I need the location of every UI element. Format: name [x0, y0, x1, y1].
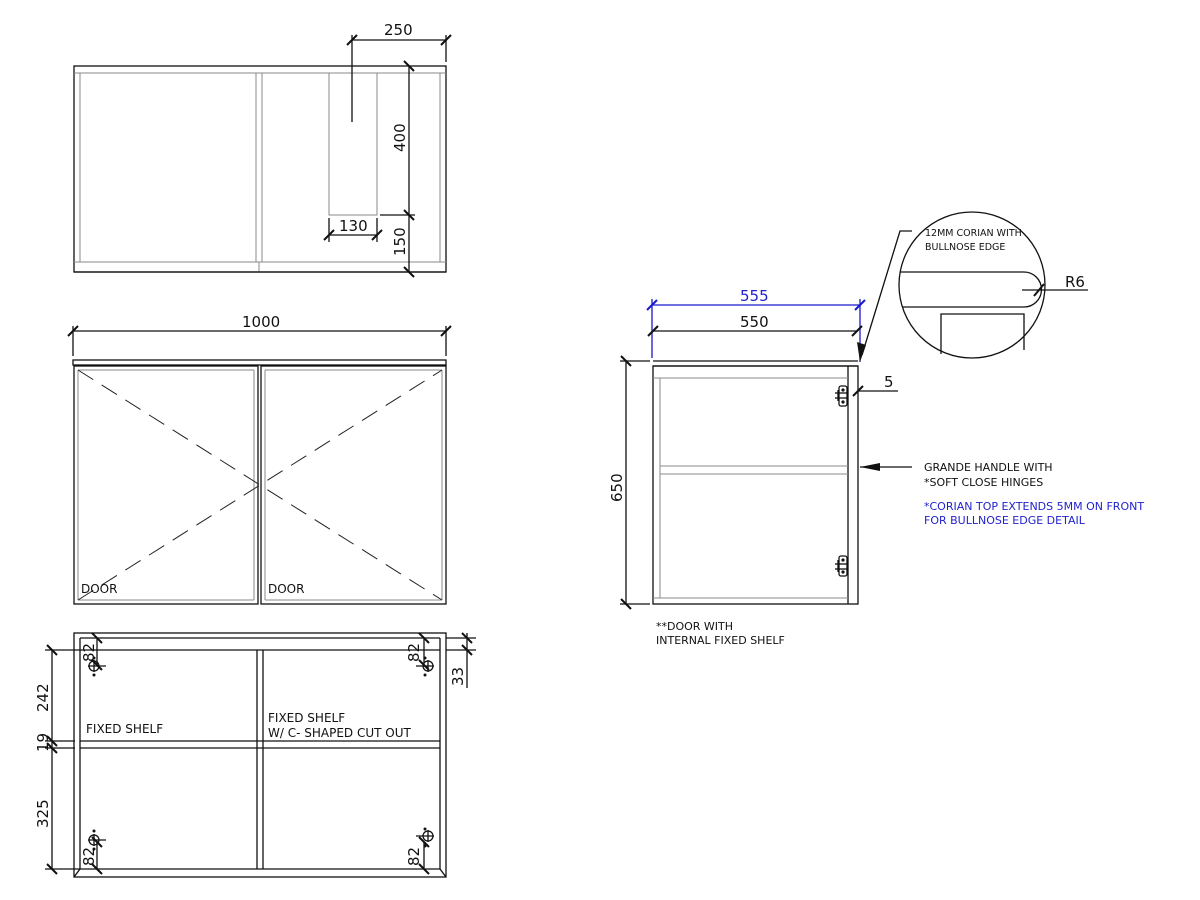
side-hinge-bottom	[835, 555, 848, 577]
dim-5: 5	[884, 373, 894, 391]
door-note-line2: INTERNAL FIXED SHELF	[656, 634, 785, 647]
front-view: 1000 DOOR DOOR	[67, 313, 452, 605]
detail-circle	[898, 211, 1046, 359]
top-view: 250 400 150 130	[73, 21, 452, 278]
dim-400: 400	[391, 123, 409, 152]
handle-arrow-icon	[860, 463, 880, 471]
fixed-shelf-right-label-1: FIXED SHELF	[268, 711, 345, 725]
bullnose-detail: 12MM CORIAN WITH BULLNOSE EDGE R6	[857, 211, 1088, 362]
fixed-shelf-right-label-2: W/ C- SHAPED CUT OUT	[268, 726, 412, 740]
door-note-line1: **DOOR WITH	[656, 620, 733, 633]
handle-outline	[328, 72, 378, 216]
side-hinge-top	[835, 385, 848, 407]
corian-note-line1: *CORIAN TOP EXTENDS 5MM ON FRONT	[924, 500, 1144, 513]
dim-150: 150	[391, 227, 409, 256]
side-view: 555 550	[608, 287, 912, 647]
hinge-bottom-right: 82	[405, 827, 434, 875]
hinge-bottom-left: 82	[80, 829, 106, 875]
dim-19: 19	[34, 733, 52, 752]
dim-130: 130	[339, 217, 368, 235]
detail-title-line2: BULLNOSE EDGE	[925, 242, 1005, 253]
dim-555: 555	[740, 287, 769, 305]
callouts: GRANDE HANDLE WITH *SOFT CLOSE HINGES *C…	[924, 461, 1144, 527]
leader-arrow-icon	[857, 342, 866, 362]
dim-r6: R6	[1065, 273, 1085, 291]
svg-text:82: 82	[80, 847, 98, 866]
corian-note-line2: FOR BULLNOSE EDGE DETAIL	[924, 514, 1086, 527]
dim-325: 325	[34, 799, 52, 828]
hinge-top-right: 82	[405, 632, 434, 677]
handle-callout-line2: *SOFT CLOSE HINGES	[924, 476, 1043, 489]
door-right	[260, 365, 447, 605]
hinge-top-left: 82	[80, 632, 106, 677]
svg-text:82: 82	[405, 643, 423, 662]
fixed-shelf-left-label: FIXED SHELF	[86, 722, 163, 736]
dim-33: 33	[449, 667, 467, 686]
door-right-label: DOOR	[268, 582, 304, 596]
svg-text:82: 82	[405, 847, 423, 866]
plan-view: FIXED SHELF FIXED SHELF W/ C- SHAPED CUT…	[34, 632, 476, 878]
dim-550: 550	[740, 313, 769, 331]
door-left	[73, 365, 259, 605]
dim-650: 650	[608, 473, 626, 502]
dim-250: 250	[384, 21, 413, 39]
door-left-label: DOOR	[81, 582, 117, 596]
handle-callout-line1: GRANDE HANDLE WITH	[924, 461, 1053, 474]
svg-text:82: 82	[80, 643, 98, 662]
dim-242: 242	[34, 683, 52, 712]
dim-1000: 1000	[242, 313, 280, 331]
detail-title-line1: 12MM CORIAN WITH	[925, 228, 1022, 239]
